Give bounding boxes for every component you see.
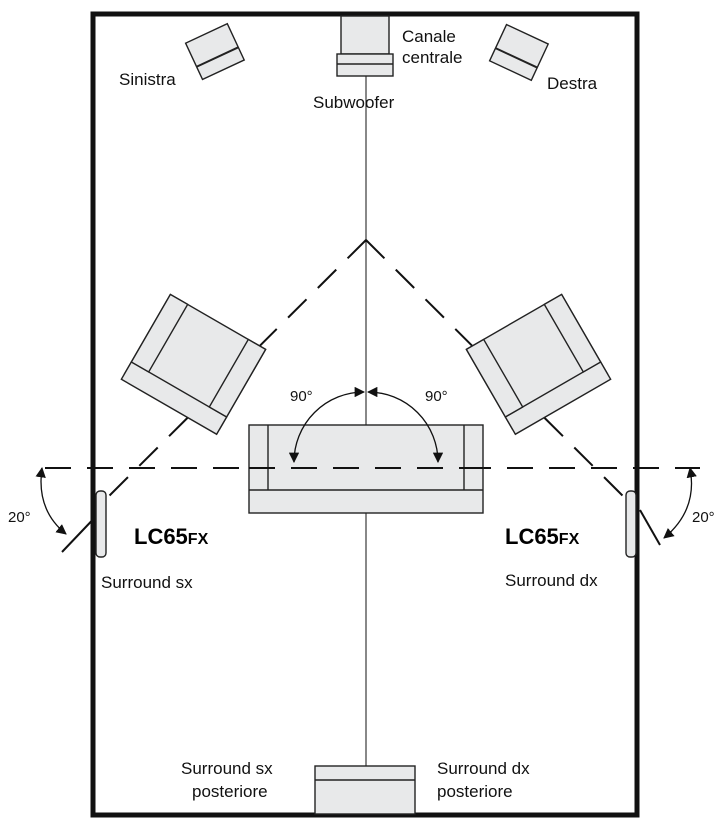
label-subwoofer: Subwoofer <box>313 93 395 112</box>
sofa <box>248 424 484 514</box>
model-label-right: LC65FX <box>505 524 580 549</box>
angle-arc-20-left <box>35 466 67 535</box>
rear-surround-speakers <box>314 765 416 815</box>
surround-right-aim-line <box>639 509 661 546</box>
label-rear-right-1: Surround dx <box>437 759 530 778</box>
angle-arc-left <box>288 386 366 464</box>
label-right: Destra <box>547 74 598 93</box>
label-center-1: Canale <box>402 27 456 46</box>
angle-arc-right <box>366 386 444 464</box>
label-surround-left: Surround sx <box>101 573 193 592</box>
label-center-2: centrale <box>402 48 462 67</box>
label-angle-20-right: 20° <box>692 509 715 526</box>
label-surround-right: Surround dx <box>505 571 598 590</box>
label-angle-20-left: 20° <box>8 509 31 526</box>
model-label-left: LC65FX <box>134 524 209 549</box>
front-left-speaker <box>184 22 246 81</box>
label-rear-left-2: posteriore <box>192 782 268 801</box>
right-armchair <box>465 293 612 436</box>
center-channel-speaker <box>336 15 394 77</box>
label-angle-90-right: 90° <box>425 388 448 405</box>
surround-left-speaker <box>95 490 107 558</box>
label-angle-90-left: 90° <box>290 388 313 405</box>
label-rear-right-2: posteriore <box>437 782 513 801</box>
room-wall <box>90 11 640 818</box>
surround-right-speaker <box>625 490 637 558</box>
label-left: Sinistra <box>119 70 176 89</box>
left-armchair <box>120 293 267 436</box>
front-right-speaker <box>488 23 550 82</box>
label-rear-left-1: Surround sx <box>181 759 273 778</box>
angle-arc-20-right <box>663 466 697 539</box>
